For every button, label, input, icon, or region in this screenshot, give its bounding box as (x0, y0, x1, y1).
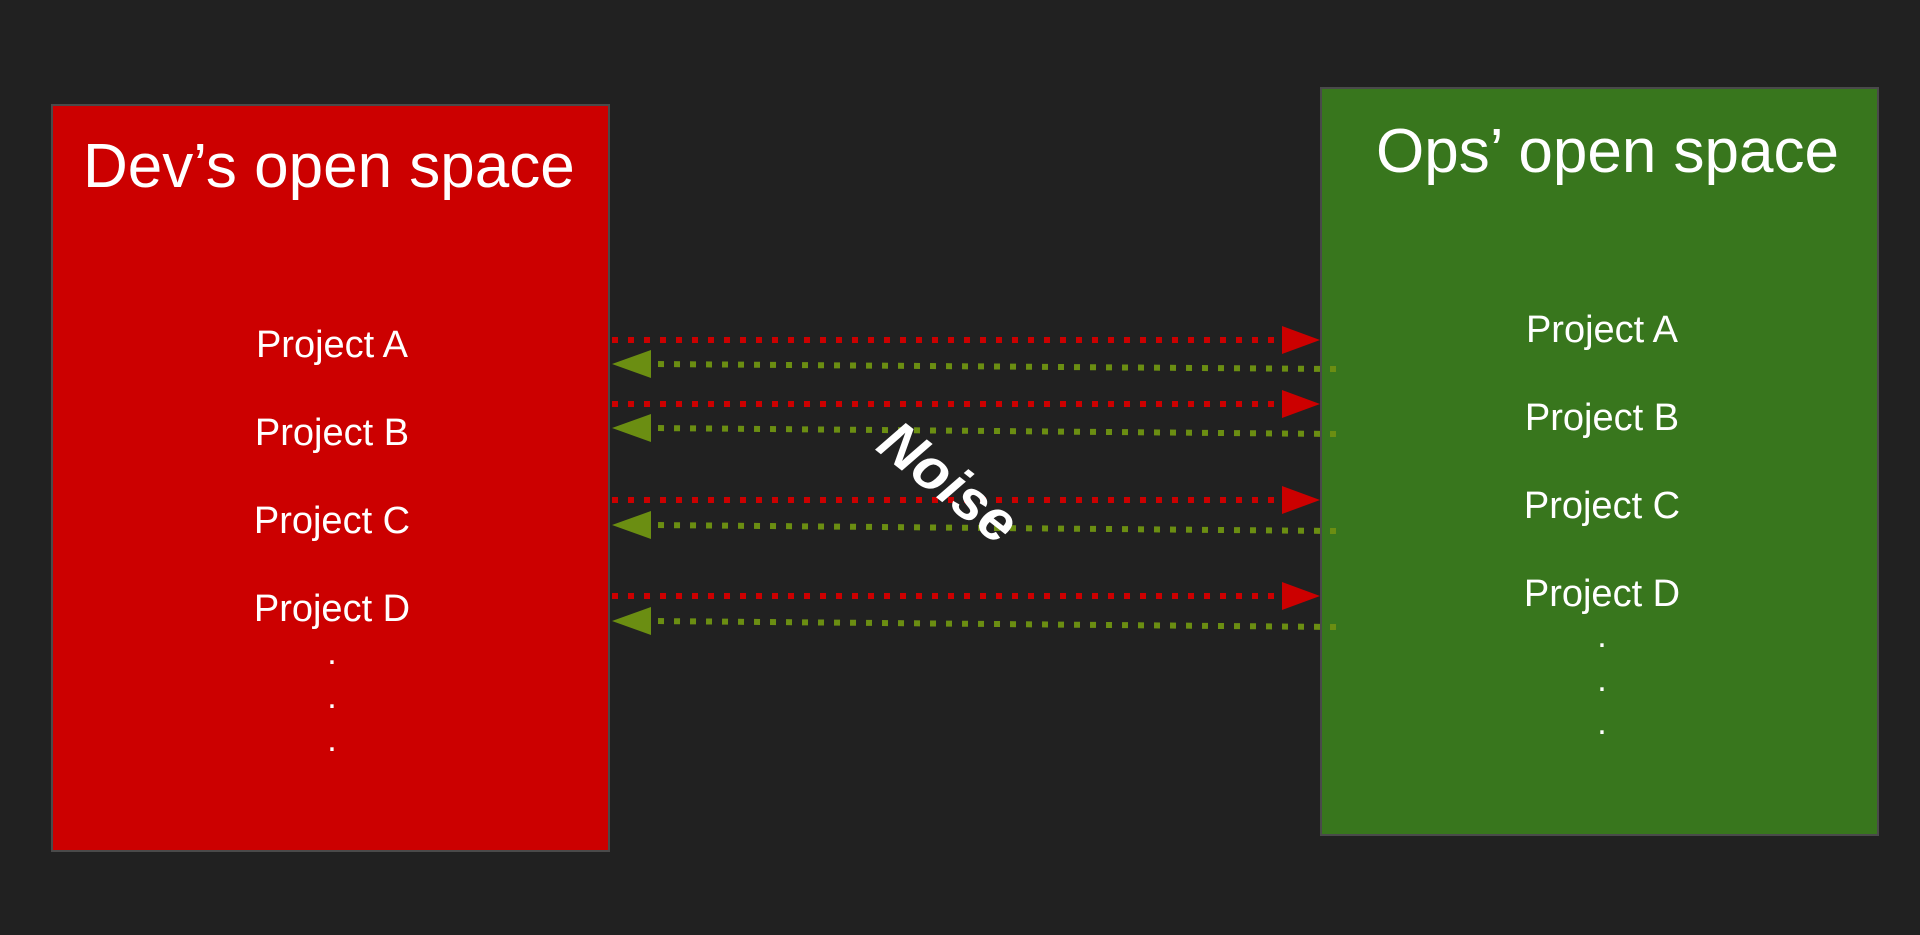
arrowhead-ops-to-dev-project-c (612, 511, 651, 539)
arrowhead-ops-to-dev-project-b (612, 414, 651, 442)
dev-ellipsis-dot: . (327, 721, 337, 759)
dev-ellipsis-dot: . (327, 634, 337, 672)
ops-ellipsis-dot: . (1597, 661, 1607, 699)
dev-project-b: Project B (254, 412, 410, 454)
arrowhead-dev-to-ops-project-c (1282, 486, 1320, 514)
dev-project-d: Project D (253, 588, 411, 630)
ops-open-space-title: Ops’ open space (1376, 117, 1840, 186)
arrow-ops-to-dev-project-d (650, 618, 1337, 630)
arrow-ops-to-dev-project-b (650, 425, 1337, 437)
ops-ellipsis-dot: . (1597, 704, 1607, 742)
dev-ellipsis-dot: . (327, 678, 337, 716)
arrow-ops-to-dev-project-c (650, 522, 1337, 534)
dev-open-space-title: Dev’s open space (83, 132, 575, 201)
ops-project-d: Project D (1523, 573, 1681, 615)
dev-open-space-box: Dev’s open space Project A Project B Pro… (51, 104, 610, 852)
ops-project-a: Project A (1525, 309, 1679, 351)
arrowhead-ops-to-dev-project-a (612, 350, 651, 378)
dev-project-a: Project A (255, 324, 409, 366)
ops-ellipsis-dot: . (1597, 617, 1607, 655)
ops-open-space-box: Ops’ open space Project A Project B Proj… (1320, 87, 1879, 836)
arrowhead-dev-to-ops-project-a (1282, 326, 1320, 354)
arrowhead-dev-to-ops-project-d (1282, 582, 1320, 610)
arrow-ops-to-dev-project-a (650, 361, 1337, 372)
arrowhead-dev-to-ops-project-b (1282, 390, 1320, 418)
ops-project-b: Project B (1524, 397, 1680, 439)
dev-project-c: Project C (253, 500, 411, 542)
ops-project-c: Project C (1523, 485, 1681, 527)
arrowhead-ops-to-dev-project-d (612, 607, 651, 635)
